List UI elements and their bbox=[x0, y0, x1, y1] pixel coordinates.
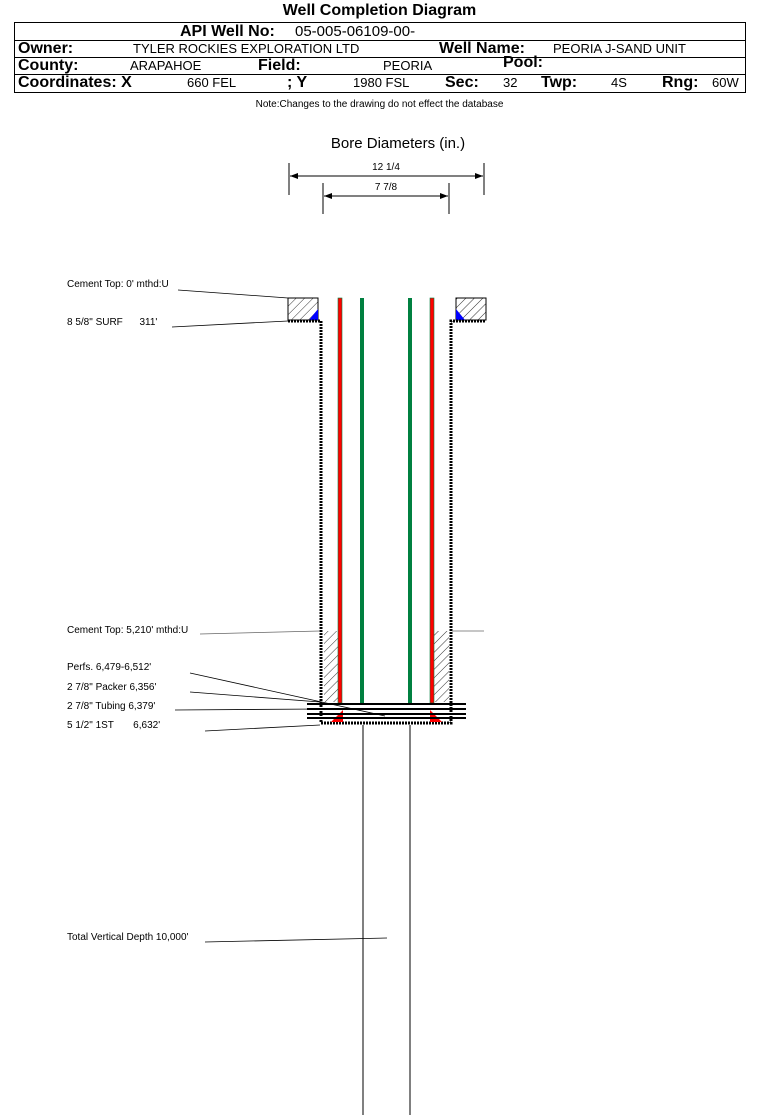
coord-x-label: Coordinates: X bbox=[18, 74, 132, 91]
well-name-value: PEORIA J-SAND UNIT bbox=[553, 41, 686, 56]
coord-y-value: 1980 FSL bbox=[353, 75, 410, 90]
bore-outer-label: 12 1/4 bbox=[372, 162, 400, 173]
api-label: API Well No: bbox=[180, 23, 275, 40]
coord-y-label: ; Y bbox=[287, 74, 308, 91]
owner-row: Owner: TYLER ROCKIES EXPLORATION LTD Wel… bbox=[15, 40, 745, 58]
sec-value: 32 bbox=[503, 75, 518, 90]
label-prod-casing: 5 1/2" 1ST 6,632' bbox=[67, 720, 160, 731]
bore-inner-label: 7 7/8 bbox=[375, 182, 398, 193]
label-cement-top-surface: Cement Top: 0' mthd:U bbox=[67, 279, 169, 290]
county-row: County: ARAPAHOE Field: PEORIA Pool: bbox=[15, 54, 745, 75]
database-note: Note:Changes to the drawing do not effec… bbox=[255, 99, 504, 110]
field-value: PEORIA bbox=[383, 58, 433, 73]
leader-lines bbox=[171, 289, 484, 943]
open-hole bbox=[362, 725, 411, 1115]
twp-value: 4S bbox=[611, 75, 627, 90]
owner-value: TYLER ROCKIES EXPLORATION LTD bbox=[133, 41, 360, 56]
page-title: Well Completion Diagram bbox=[282, 2, 477, 19]
label-tvd: Total Vertical Depth 10,000' bbox=[67, 932, 189, 943]
rng-value: 60W bbox=[712, 75, 739, 90]
api-row: API Well No: 05-005-06109-00- bbox=[15, 23, 745, 41]
pool-label: Pool: bbox=[503, 54, 543, 71]
surface-cement bbox=[287, 297, 487, 321]
label-tubing: 2 7/8" Tubing 6,379' bbox=[67, 701, 155, 712]
casing bbox=[288, 319, 486, 725]
sec-label: Sec: bbox=[445, 74, 479, 91]
owner-label: Owner: bbox=[18, 40, 74, 57]
bore-outer-dimension: 12 1/4 bbox=[288, 162, 485, 195]
coord-x-value: 660 FEL bbox=[187, 75, 237, 90]
well-header-table: API Well No: 05-005-06109-00- Owner: TYL… bbox=[14, 22, 746, 93]
bore-diameters-title: Bore Diameters (in.) bbox=[331, 135, 465, 152]
rng-label: Rng: bbox=[662, 74, 699, 91]
well-name-label: Well Name: bbox=[439, 40, 525, 57]
coordinates-row: Coordinates: X 660 FEL ; Y 1980 FSL Sec:… bbox=[15, 74, 745, 92]
cement-production bbox=[324, 631, 449, 702]
county-label: County: bbox=[18, 57, 79, 74]
packer bbox=[307, 703, 466, 719]
label-packer: 2 7/8" Packer 6,356' bbox=[67, 682, 156, 693]
api-value: 05-005-06109-00- bbox=[295, 23, 416, 40]
twp-label: Twp: bbox=[541, 74, 578, 91]
county-value: ARAPAHOE bbox=[130, 58, 202, 73]
label-surface-casing: 8 5/8" SURF 311' bbox=[67, 317, 157, 328]
tubing bbox=[331, 297, 442, 722]
label-cement-top-prod: Cement Top: 5,210' mthd:U bbox=[67, 625, 188, 636]
field-label: Field: bbox=[258, 57, 301, 74]
bore-inner-dimension: 7 7/8 bbox=[322, 182, 450, 214]
label-perfs: Perfs. 6,479-6,512' bbox=[67, 662, 151, 673]
